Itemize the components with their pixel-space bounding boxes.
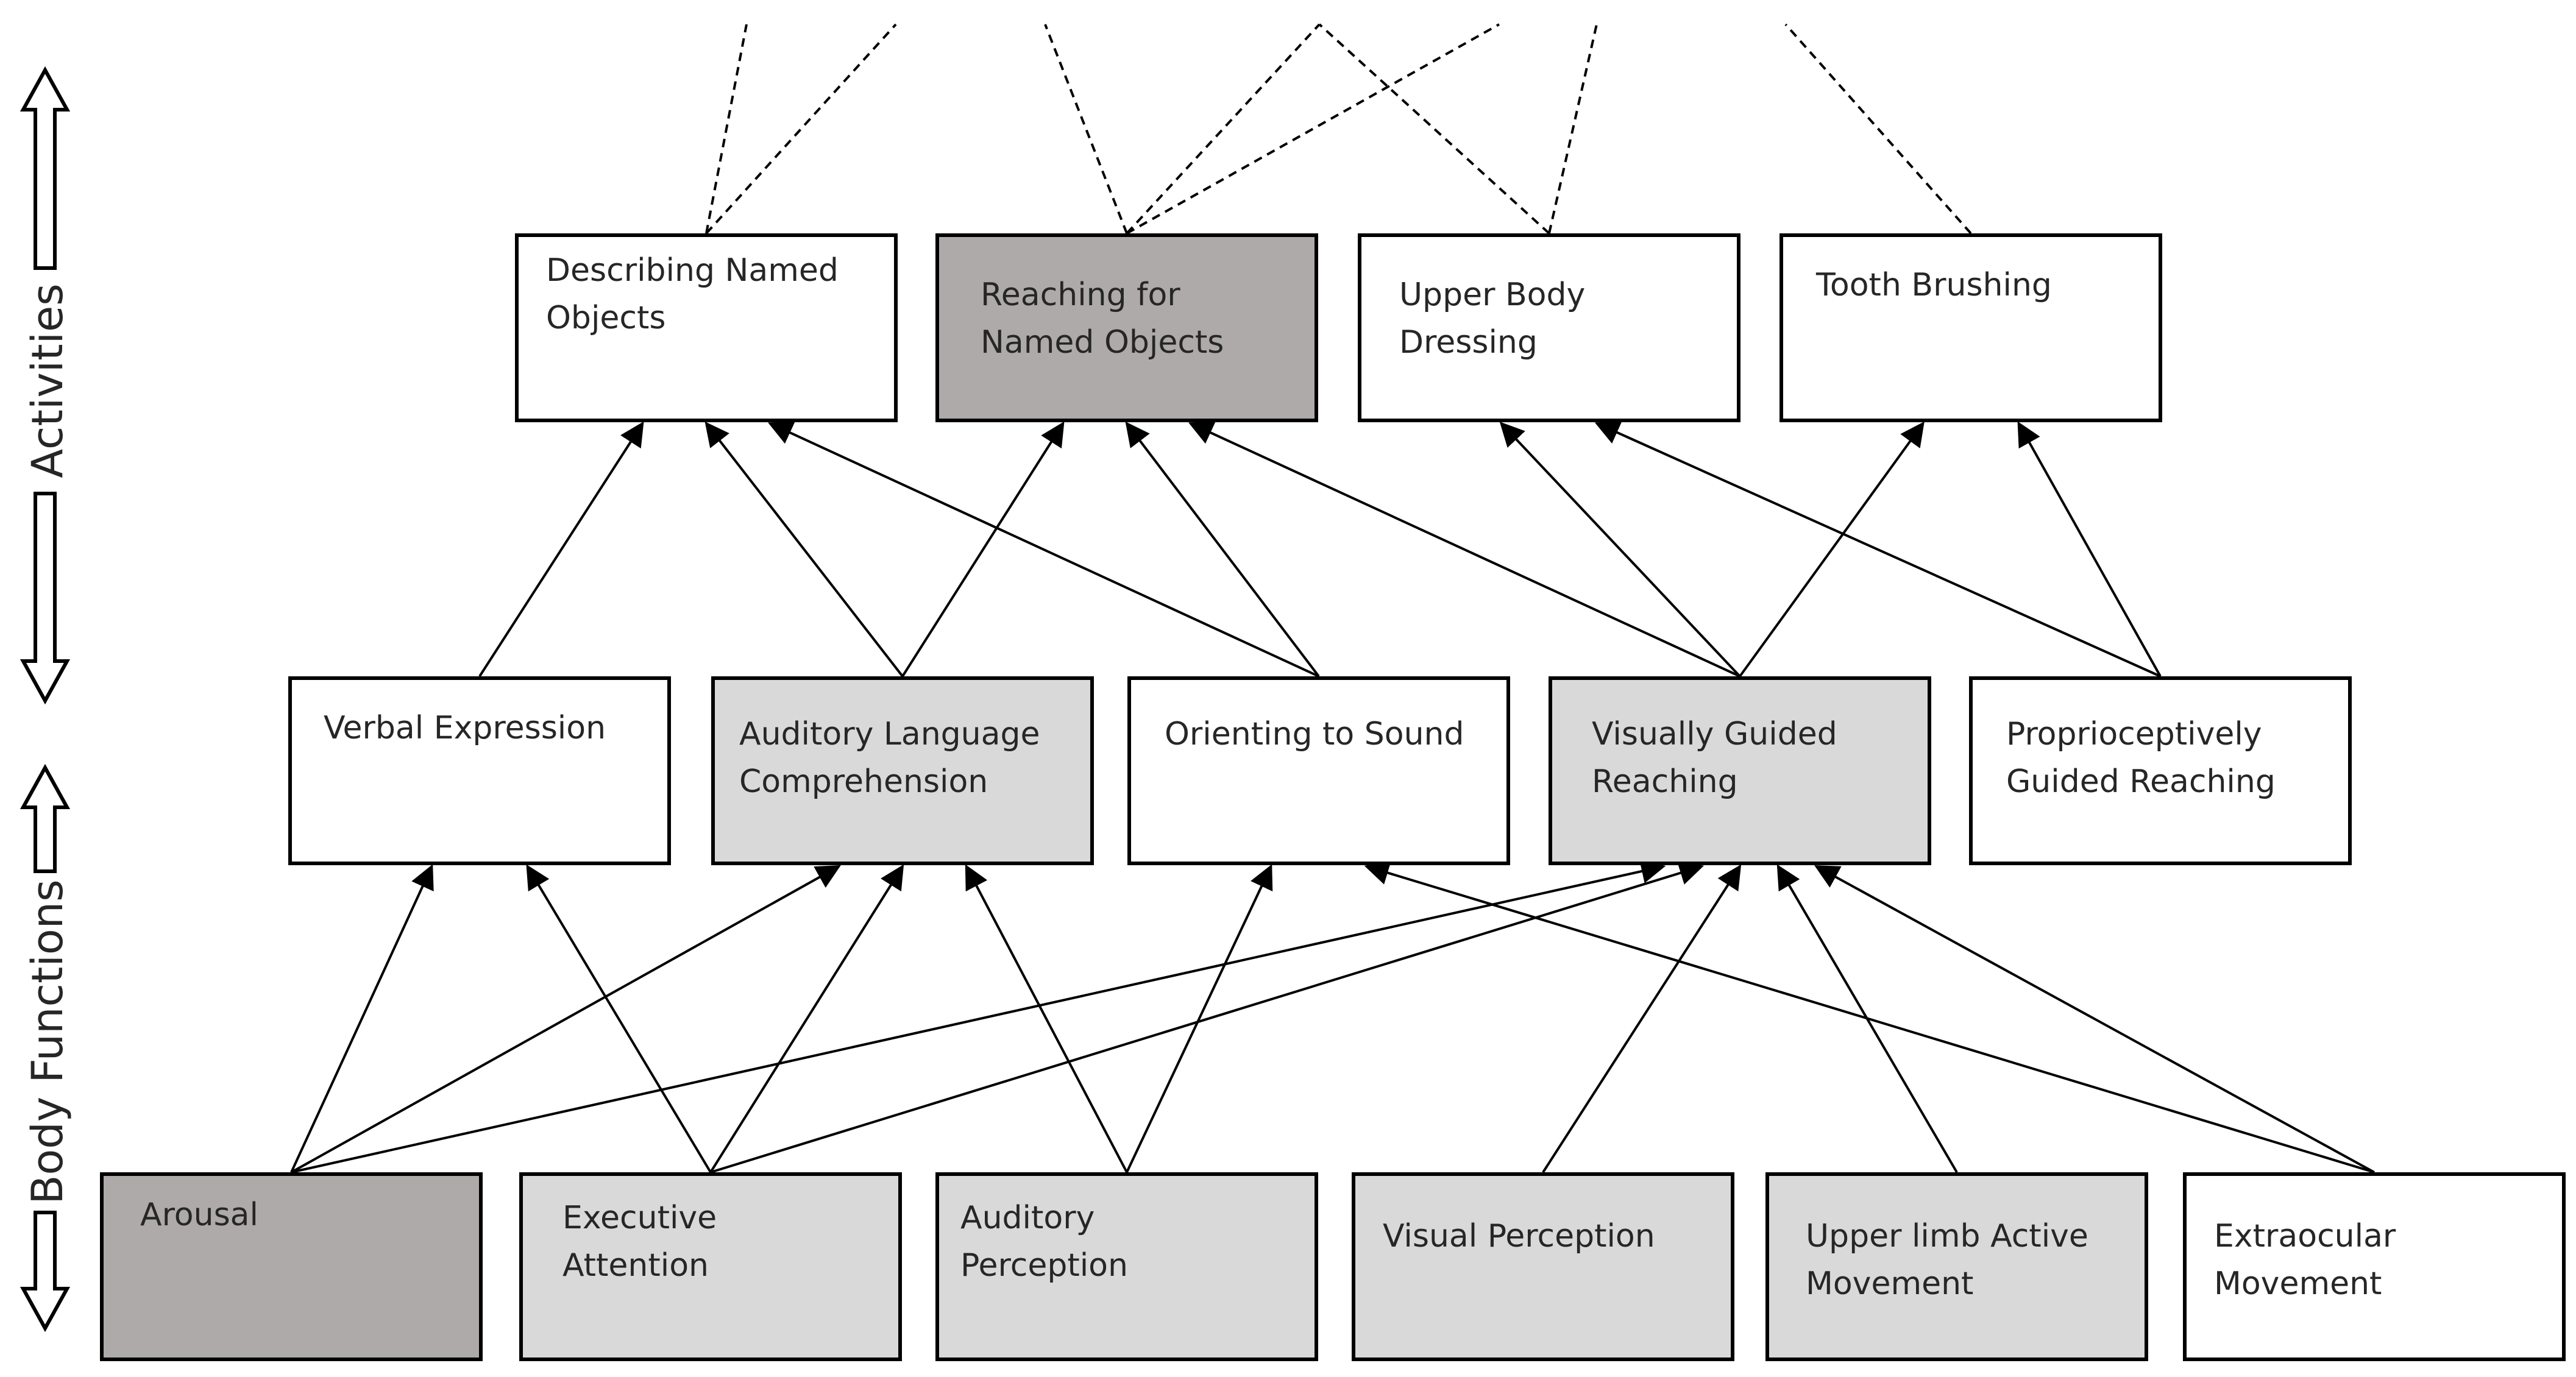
node-tooth: Tooth Brushing: [1779, 233, 2162, 422]
edge-exec-attention-to-verbal: [526, 864, 712, 1173]
edge-auditory-lang-to-describing: [704, 421, 904, 678]
edge-orienting-to-reaching: [1125, 421, 1320, 678]
dashed-link-reaching: [1044, 24, 1128, 234]
edge-auditory-perc-to-orienting: [1126, 864, 1273, 1173]
node-proprio: Proprioceptively Guided Reaching: [1969, 676, 2352, 865]
node-label: Tooth Brushing: [1816, 267, 2052, 303]
edge-exec-attention-to-auditory-lang: [709, 864, 904, 1173]
edge-verbal-to-describing: [478, 421, 644, 678]
node-arousal: Arousal: [100, 1172, 483, 1361]
edge-visually-guided-to-tooth: [1739, 421, 1925, 678]
dashed-link-dressing: [1318, 23, 1550, 235]
node-label: Upper limb Active Movement: [1806, 1218, 2088, 1302]
node-auditory-lang: Auditory Language Comprehension: [711, 676, 1094, 865]
node-label: Extraocular Movement: [2214, 1218, 2396, 1302]
edge-arousal-to-visually-guided: [291, 859, 1666, 1173]
node-label: Auditory Perception: [960, 1200, 1128, 1284]
node-verbal: Verbal Expression: [288, 676, 671, 865]
dashed-link-tooth: [1784, 23, 1972, 235]
node-label: Orienting to Sound: [1165, 716, 1464, 752]
node-exec-attention: Executive Attention: [519, 1172, 902, 1361]
edge-auditory-lang-to-reaching: [901, 421, 1065, 678]
dashed-link-describing: [705, 23, 897, 235]
body-functions-arrow-bottom: [20, 1211, 71, 1333]
node-label: Arousal: [140, 1197, 258, 1233]
activities-range-arrow: [20, 66, 71, 705]
dashed-link-reaching: [1126, 23, 1321, 235]
node-label: Visual Perception: [1383, 1218, 1655, 1255]
node-visual-perc: Visual Perception: [1352, 1172, 1734, 1361]
edge-orienting-to-describing: [768, 421, 1319, 678]
node-label: Reaching for Named Objects: [981, 277, 1224, 361]
node-describing: Describing Named Objects: [515, 233, 898, 422]
relationship-arrows: [290, 421, 2375, 1173]
body-functions-axis-label: Body Functions: [23, 879, 73, 1205]
edge-arousal-to-auditory-lang: [291, 865, 841, 1173]
edge-proprio-to-dressing: [1594, 421, 2161, 678]
edge-extraocular-to-visually-guided: [1814, 865, 2375, 1173]
node-visually-guided: Visually Guided Reaching: [1549, 676, 1931, 865]
edge-visually-guided-to-reaching: [1188, 421, 1740, 678]
node-orienting: Orienting to Sound: [1127, 676, 1510, 865]
dashed-link-reaching: [1126, 23, 1500, 235]
node-label: Visually Guided Reaching: [1592, 716, 1837, 800]
node-extraocular: Extraocular Movement: [2183, 1172, 2566, 1361]
body-functions-arrow-top: [20, 763, 71, 873]
edge-extraocular-to-orienting: [1364, 861, 2375, 1173]
node-upper-limb: Upper limb Active Movement: [1765, 1172, 2148, 1361]
node-dressing: Upper Body Dressing: [1358, 233, 1740, 422]
node-label: Proprioceptively Guided Reaching: [2006, 716, 2276, 800]
body-functions-range-arrow: [20, 763, 71, 1333]
activities-axis-label: Activities: [23, 283, 73, 478]
activities-arrow-top: [20, 66, 71, 270]
node-reaching: Reaching for Named Objects: [935, 233, 1318, 422]
edge-visually-guided-to-dressing: [1499, 422, 1741, 678]
edge-visual-perc-to-visually-guided: [1542, 864, 1742, 1173]
edge-exec-attention-to-visually-guided: [710, 861, 1705, 1173]
edge-auditory-perc-to-auditory-lang: [965, 864, 1128, 1173]
node-label: Verbal Expression: [324, 710, 606, 746]
node-label: Executive Attention: [562, 1200, 717, 1284]
node-label: Upper Body Dressing: [1399, 277, 1586, 361]
activities-arrow-bottom: [20, 492, 71, 705]
upward-dashed-links: [705, 23, 1972, 235]
node-label: Auditory Language Comprehension: [739, 716, 1040, 800]
edge-proprio-to-tooth: [2017, 421, 2162, 677]
node-label: Describing Named Objects: [546, 252, 839, 336]
dashed-link-describing: [705, 24, 748, 234]
dashed-link-dressing: [1548, 24, 1598, 234]
edge-arousal-to-verbal: [290, 864, 434, 1173]
node-auditory-perc: Auditory Perception: [935, 1172, 1318, 1361]
